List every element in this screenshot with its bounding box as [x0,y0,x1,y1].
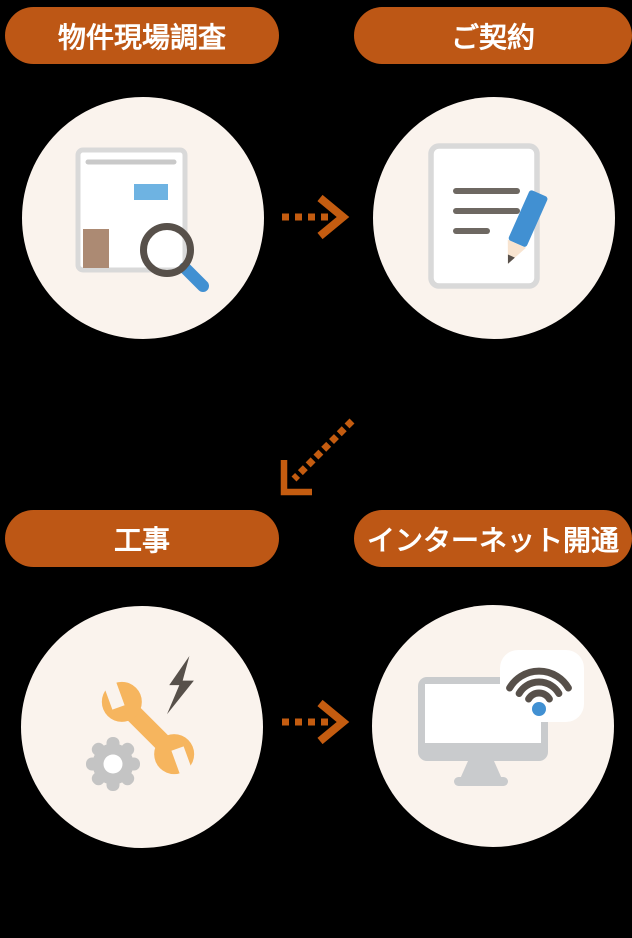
dotted-arrow-right-icon [282,194,350,240]
contract-icon [428,143,548,289]
pencil-icon [507,190,548,264]
gear-icon [86,737,140,791]
document-icon [75,147,188,273]
magnifier-icon [140,223,209,292]
step-label-contract: ご契約 [354,7,632,64]
blueprint-brown-block [83,229,109,268]
step-circle-construction [21,606,263,848]
blueprint-blue-block [134,184,168,200]
lightning-icon [167,656,194,715]
site-survey-icon [75,147,209,292]
step-label-internet-activation: インターネット開通 [354,510,632,567]
step-circle-contract [373,97,615,339]
wifi-halo [500,650,584,722]
dotted-arrow-right-icon [282,699,350,745]
internet-activation-icon [418,650,584,786]
text-lines [453,188,520,234]
construction-icon [86,656,195,791]
step-circle-site-survey [22,97,264,339]
wifi-dot [532,702,546,716]
step-circle-internet-activation [372,605,614,847]
step-label-construction: 工事 [5,510,279,567]
wrench-icon [101,677,195,779]
wifi-icon [506,667,572,716]
step-label-site-survey: 物件現場調査 [5,7,279,64]
dotted-arrow-down-left-icon [280,418,355,496]
